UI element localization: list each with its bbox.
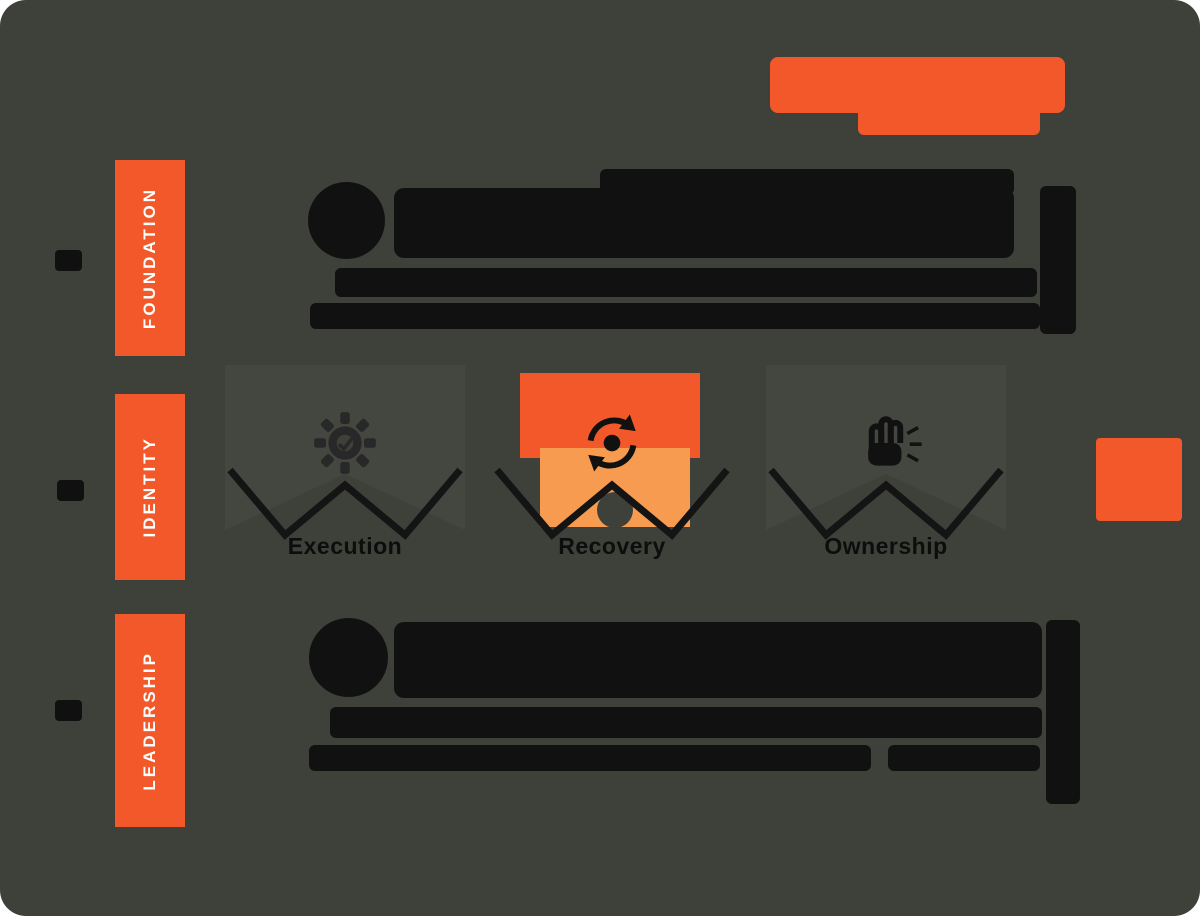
- leadership-text-line-2: [309, 745, 871, 771]
- foundation-heading-icon-blob: [308, 182, 385, 259]
- accent-square: [1096, 438, 1182, 521]
- pillar-label-ownership: Ownership: [824, 533, 948, 559]
- title-highlight-blob-sub: [858, 104, 1040, 135]
- pillar-label-recovery: Recovery: [558, 533, 666, 559]
- section-marker-3: [55, 700, 82, 721]
- section-marker-1: [55, 250, 82, 271]
- foundation-heading-blob: [394, 188, 1014, 258]
- title-highlight-blob: [770, 57, 1065, 113]
- section-marker-2: [57, 480, 84, 501]
- leadership-heading-blob: [394, 622, 1042, 698]
- pillar-execution: Execution: [215, 360, 475, 600]
- section-bar-leadership: LEADERSHIP: [115, 614, 185, 827]
- pillar-label-execution: Execution: [287, 533, 403, 559]
- section-bar-identity: IDENTITY: [115, 394, 185, 580]
- gear-check-icon: [314, 412, 376, 474]
- section-label-foundation: FOUNDATION: [140, 186, 159, 330]
- foundation-side-blob: [1040, 186, 1076, 334]
- pillar-ownership: Ownership: [756, 360, 1016, 600]
- pillar-recovery: Recovery: [482, 360, 742, 600]
- section-label-leadership: LEADERSHIP: [140, 650, 159, 791]
- foundation-text-line-1: [335, 268, 1037, 297]
- foundation-text-line-2: [310, 303, 1040, 329]
- cycle-arrows-icon: [587, 414, 637, 472]
- leadership-text-line-3: [888, 745, 1040, 771]
- leadership-side-blob: [1046, 620, 1080, 804]
- recovery-ribbon-outline: [494, 467, 730, 540]
- leadership-heading-icon-blob: [309, 618, 388, 697]
- leadership-text-line-1: [330, 707, 1042, 738]
- execution-ribbon-outline: [227, 467, 463, 540]
- section-bar-foundation: FOUNDATION: [115, 160, 185, 356]
- section-label-identity: IDENTITY: [140, 436, 159, 538]
- ownership-ribbon-outline: [768, 467, 1004, 540]
- fist-icon: [868, 416, 922, 466]
